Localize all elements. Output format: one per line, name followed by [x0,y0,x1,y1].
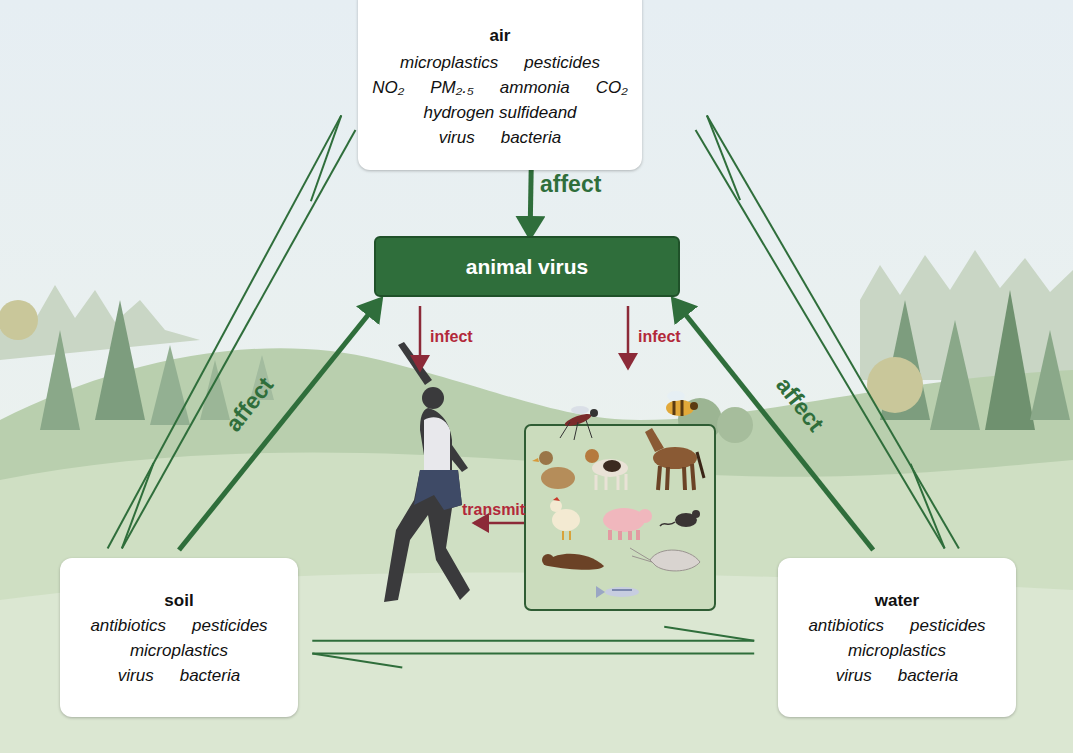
affect-arrow [674,300,873,550]
connector-line [312,640,754,642]
pollutant-item: NO₂ [372,75,404,100]
pollutant-item: bacteria [180,663,240,688]
arrow-label: infect [430,328,473,346]
connector-line [707,115,959,548]
exchange-arrow [707,115,959,548]
text-row: NO₂ PM₂.₅ ammonia CO₂ [372,75,627,100]
pollutant-item: microplastics [130,638,228,663]
pollutant-item: pesticides [524,50,600,75]
box-heading: air [490,23,511,48]
pollutant-item: antibiotics [808,613,884,638]
connector-line [312,652,754,654]
arrow-label: infect [638,328,681,346]
text-row: soil [164,588,193,613]
connector-line [674,300,873,550]
text-row: microplastics [848,638,946,663]
mouse-icon [660,510,700,527]
connector-line [179,300,380,550]
pollutant-item: virus [118,663,154,688]
transmit-arrow [474,522,524,525]
edge-label: affect [540,171,601,198]
air-box: airmicroplastics pesticidesNO₂ PM₂.₅ ammoni… [358,0,641,170]
pollutant-item: CO₂ [596,75,628,100]
harpoon-head [312,653,402,667]
chicken-icon [550,497,580,540]
text-row: microplastics pesticides [400,50,600,75]
exchange-arrow [108,115,342,548]
mink-icon [542,554,604,570]
box-heading: water [875,588,919,613]
pollutant-item: pesticides [192,613,268,638]
animals-panel [525,391,715,610]
infect-arrows [420,306,628,523]
mosquito-icon [560,406,598,440]
text-row: antibiotics pesticides [808,613,985,638]
text-row: hydrogen sulfideand [423,100,576,125]
harpoon-head [122,463,154,548]
edge-label: affect [770,372,829,437]
text-row: virus bacteria [439,125,561,150]
virus-box: animal virus [374,236,680,297]
shrimp-icon [630,548,700,571]
box-heading: soil [164,588,193,613]
pollutant-item: virus [439,125,475,150]
water-box: waterantibiotics pesticidesmicroplasticsv… [778,558,1016,717]
pollutant-item: microplastics [848,638,946,663]
affect-arrow [179,300,380,550]
exchange-arrow [122,130,356,549]
exchange-arrow [696,130,945,549]
person-silhouette [384,342,470,602]
edge-label: affect [220,372,279,437]
fish-icon [596,586,639,598]
pollutant-item: PM₂.₅ [430,75,474,100]
text-row: animal virus [466,254,589,279]
box-heading: animal virus [466,254,589,279]
harpoon-head [664,627,754,641]
bee-icon [666,391,698,416]
affect-arrow [530,170,531,236]
text-row: virus bacteria [836,663,958,688]
text-row: air [490,23,511,48]
pollutant-item: antibiotics [90,613,166,638]
pollutant-item: hydrogen sulfideand [423,100,576,125]
soil-box: soilantibiotics pesticidesmicroplasticsvi… [60,558,298,717]
text-row: water [875,588,919,613]
exchange-arrow [312,627,754,641]
harpoon-head [911,464,945,549]
pig-icon [603,508,652,540]
connector-line [530,170,531,236]
connector-line [122,130,356,549]
text-row: virus bacteria [118,663,240,688]
pollutant-item: ammonia [500,75,570,100]
horse-icon [645,428,704,490]
text-row: microplastics [130,638,228,663]
trees [0,290,1070,443]
exchange-arrow [312,653,754,667]
duck-icon [532,451,575,489]
arrow-label: transmit [462,501,525,519]
pollutant-item: pesticides [910,613,986,638]
infect-arrow [627,306,630,368]
connector-line [696,130,945,549]
pollutant-item: bacteria [501,125,561,150]
pollutant-item: virus [836,663,872,688]
text-row: antibiotics pesticides [90,613,267,638]
pollutant-item: microplastics [400,50,498,75]
harpoon-head [311,115,341,201]
infect-arrow [419,306,422,370]
person-clothes [414,417,462,510]
connector-line [108,115,342,548]
dog-icon [585,449,628,490]
pollutant-item: bacteria [898,663,958,688]
